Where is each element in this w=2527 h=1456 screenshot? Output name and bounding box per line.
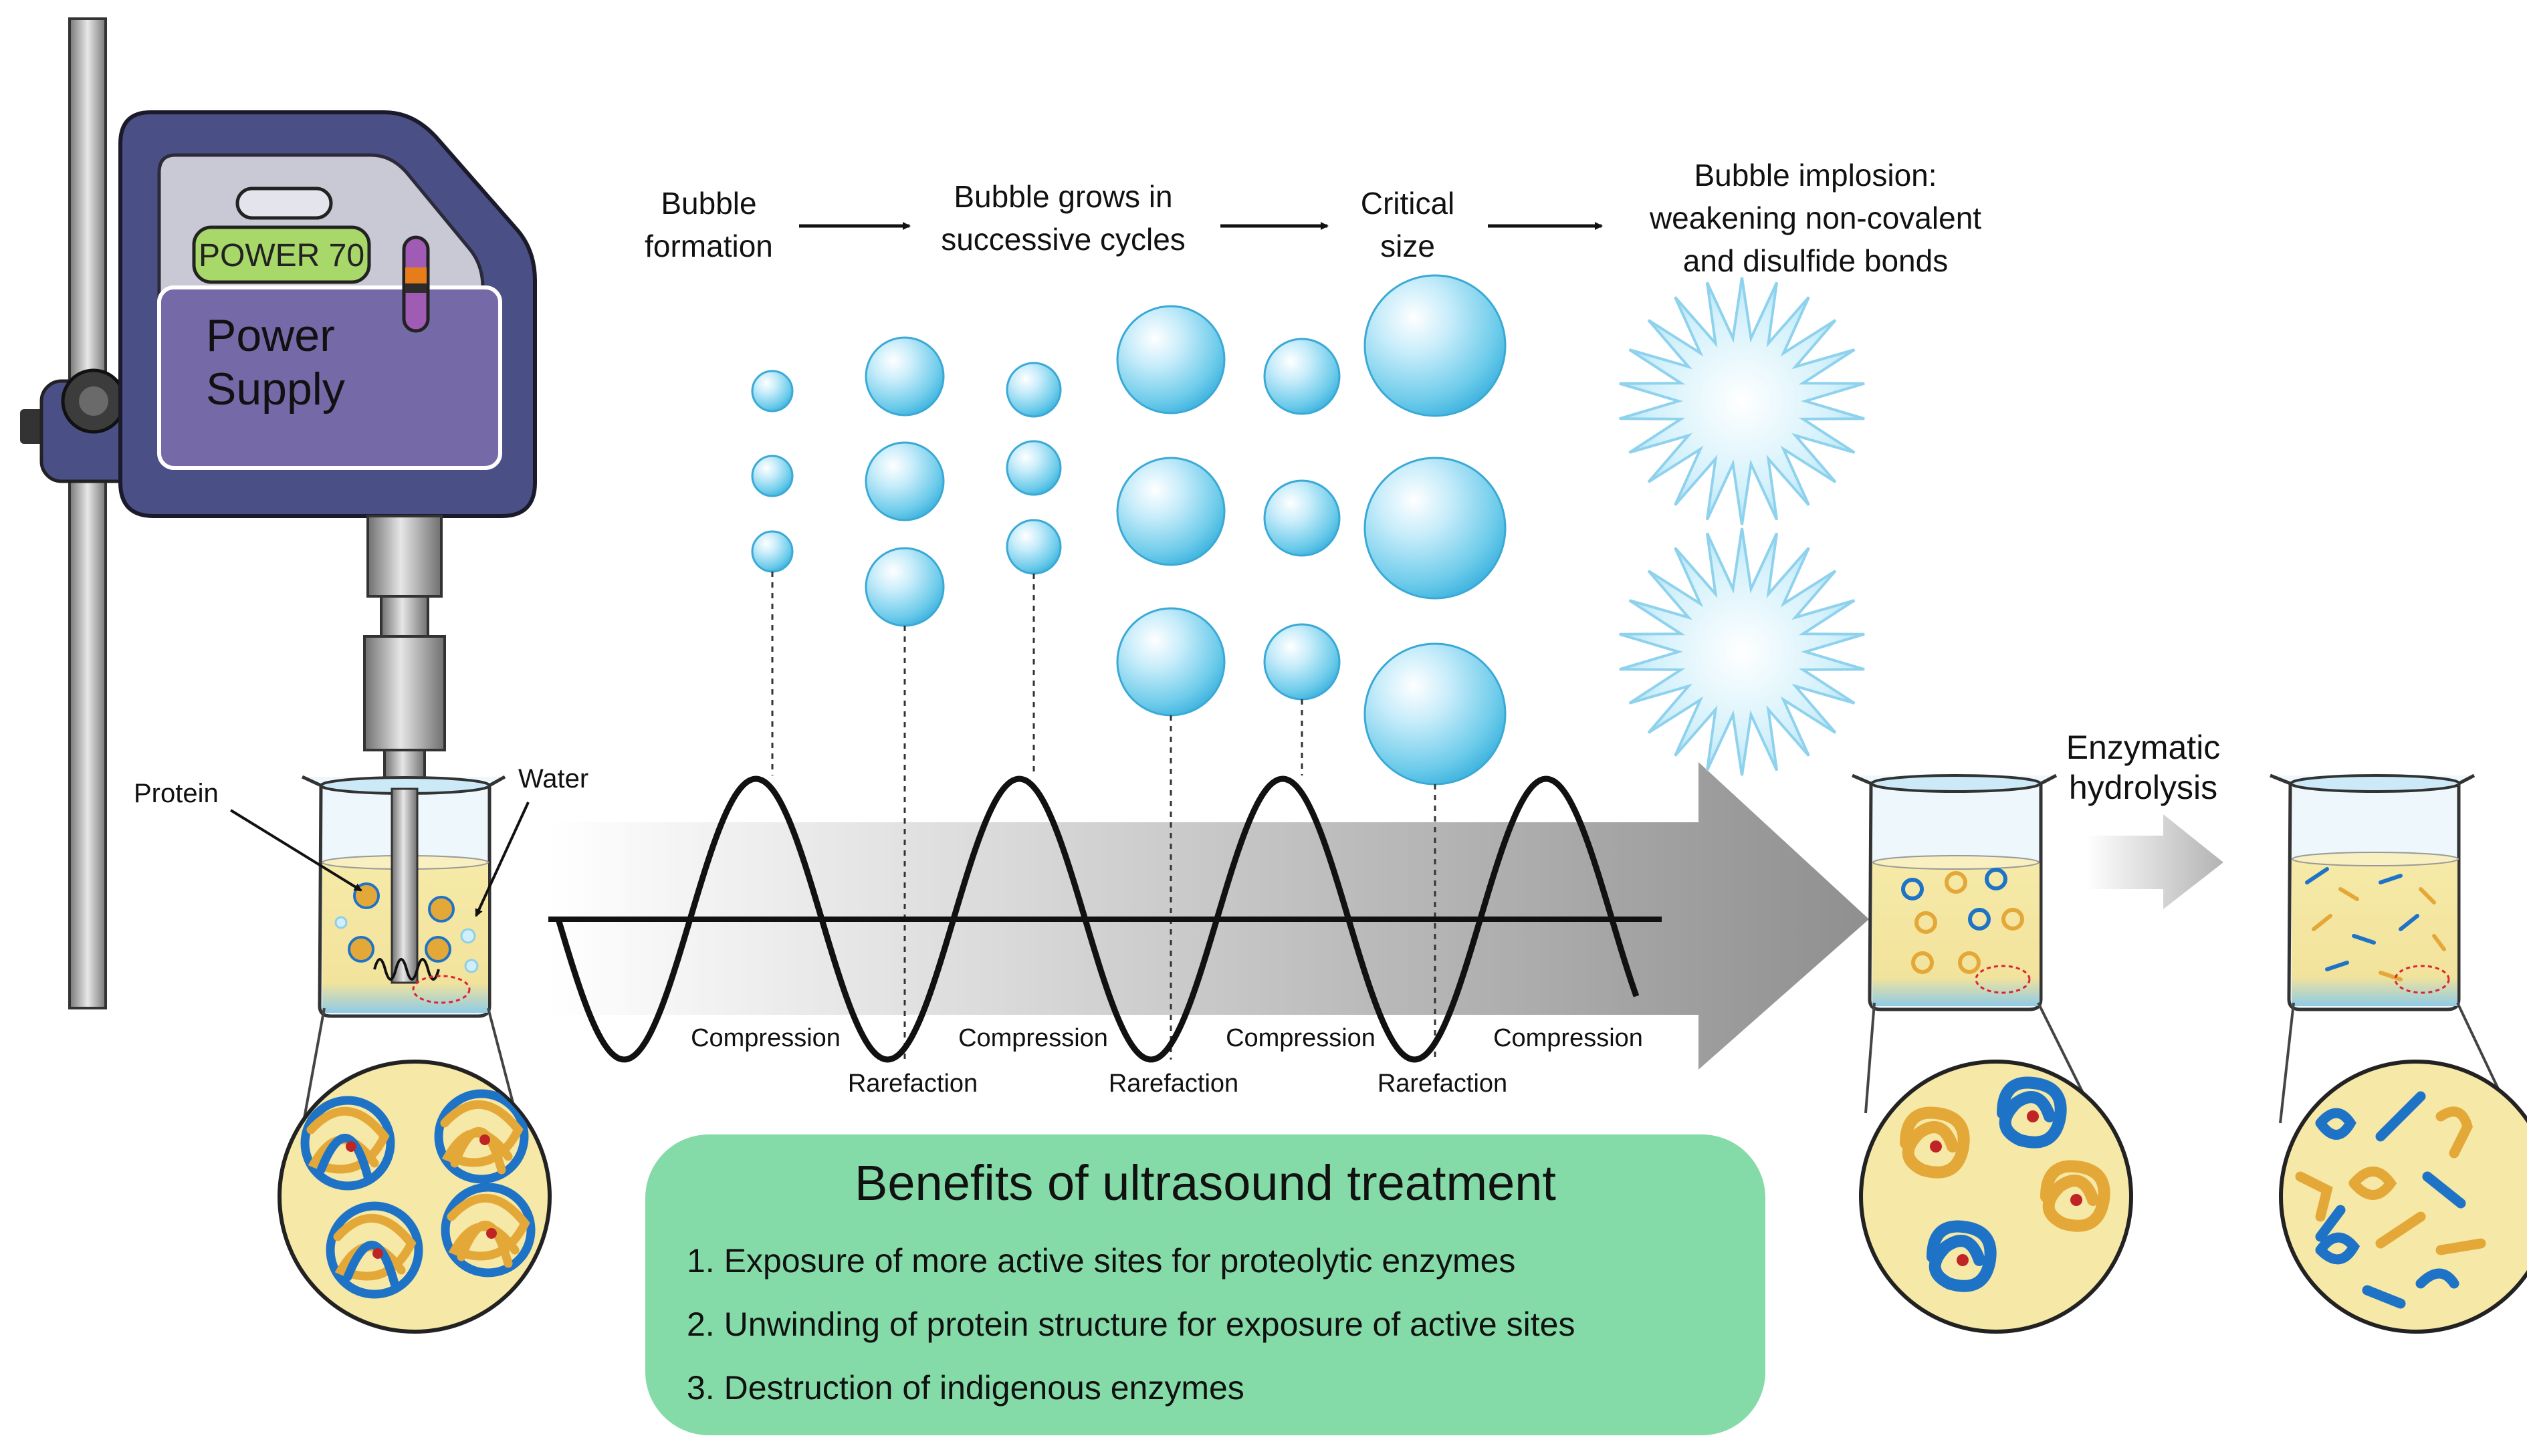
bubble xyxy=(1006,362,1062,418)
wave-label-compression: Compression xyxy=(1226,1024,1376,1052)
bubble xyxy=(1363,274,1507,417)
step-critical-size: Critical size xyxy=(1360,186,1455,263)
power-supply-device xyxy=(118,110,537,518)
water-label: Water xyxy=(518,764,588,794)
implosion-star-icon xyxy=(1619,527,1865,776)
stand-rod xyxy=(68,17,107,1009)
benefit-item: 3. Destruction of indigenous enzymes xyxy=(687,1369,1244,1407)
implosion-star-icon xyxy=(1619,277,1865,525)
big-process-arrow xyxy=(548,762,1869,1070)
protein-zoom-circle-unfolded xyxy=(1859,1060,2133,1334)
beaker-ultrasound xyxy=(301,775,506,1018)
water-pointer xyxy=(475,802,530,917)
device-label-line2: Supply xyxy=(206,364,345,414)
benefits-panel: Benefits of ultrasound treatment 1. Expo… xyxy=(645,1134,1765,1435)
wave-label-rarefaction: Rarefaction xyxy=(1109,1070,1238,1098)
display-text: POWER 70 xyxy=(199,238,364,273)
step-bubble-implosion: Bubble implosion: weakening non-covalent… xyxy=(1649,158,1982,278)
benefit-item: 1. Exposure of more active sites for pro… xyxy=(687,1242,1516,1280)
enzymatic-hydrolysis-label: Enzymatic hydrolysis xyxy=(2066,729,2221,806)
display-screen xyxy=(192,225,371,284)
bubble xyxy=(1263,479,1341,557)
bubble xyxy=(751,455,794,497)
bubble xyxy=(1363,642,1507,785)
bubble xyxy=(1006,519,1062,575)
hydrolysis-arrow xyxy=(2086,814,2223,909)
wave-label-compression: Compression xyxy=(1493,1024,1643,1052)
bubble xyxy=(751,530,794,573)
beaker-hydrolyzed xyxy=(2270,773,2476,1011)
device-label-line1: Power xyxy=(206,310,335,361)
protein-pointer xyxy=(229,809,362,892)
bubble xyxy=(865,547,945,627)
bubble xyxy=(1263,623,1341,701)
benefit-item: 2. Unwinding of protein structure for ex… xyxy=(687,1306,1575,1343)
beaker-treated xyxy=(1852,773,2058,1011)
benefits-title: Benefits of ultrasound treatment xyxy=(855,1155,1556,1211)
step-bubble-grows: Bubble grows in successive cycles xyxy=(941,179,1186,257)
bubble xyxy=(865,336,945,416)
dashed-guides xyxy=(771,572,1436,1060)
wave-label-rarefaction: Rarefaction xyxy=(848,1070,978,1098)
wave-label-compression: Compression xyxy=(691,1024,841,1052)
wave-label-compression: Compression xyxy=(958,1024,1108,1052)
ultrasound-wave xyxy=(555,775,1640,1063)
bubble xyxy=(1263,338,1341,415)
bubble xyxy=(1116,305,1226,414)
bubble xyxy=(751,370,794,412)
bubble xyxy=(865,441,945,521)
bubble xyxy=(1006,440,1062,496)
protein-zoom-circle-aggregated xyxy=(278,1060,552,1334)
wave-label-rarefaction: Rarefaction xyxy=(1378,1070,1507,1098)
bubble xyxy=(1116,457,1226,566)
step-bubble-formation: Bubble formation xyxy=(645,186,773,263)
bubble-series xyxy=(751,274,1507,785)
bubble xyxy=(1116,607,1226,717)
bubble xyxy=(1363,457,1507,600)
protein-label: Protein xyxy=(134,779,219,808)
peptide-zoom-circle xyxy=(2279,1060,2527,1334)
